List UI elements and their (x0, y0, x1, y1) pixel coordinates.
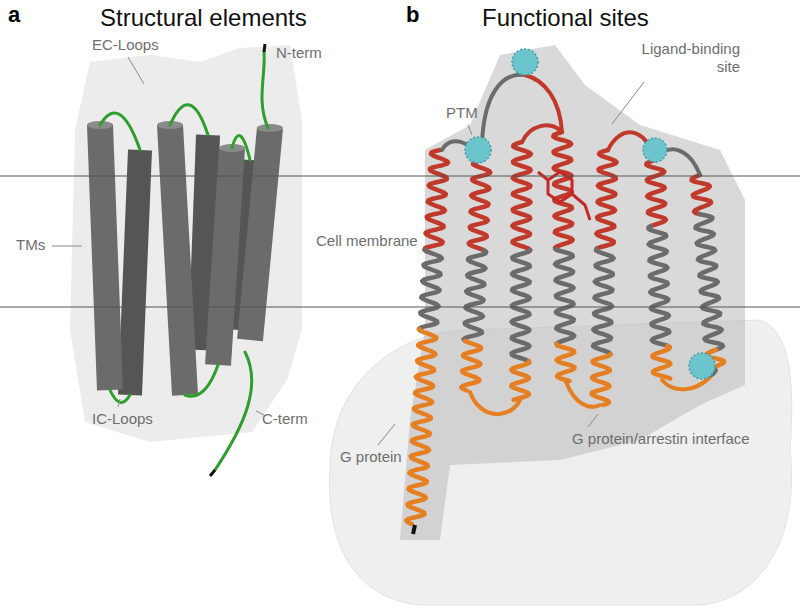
ic-loop (185, 365, 218, 396)
panel-heading: Functional sites (482, 4, 649, 33)
helix-segment (512, 142, 531, 252)
cylinder-cap (257, 124, 283, 132)
ic-loop (470, 392, 520, 414)
site-label: G protein/arrestin interface (572, 430, 750, 448)
membrane-line (0, 176, 800, 177)
membrane-line (0, 307, 800, 308)
n-term-tip (264, 44, 265, 52)
ec-loop (170, 105, 208, 135)
panel-letter: a (8, 2, 20, 28)
helix-segment (593, 249, 614, 354)
helix-segment (464, 250, 486, 341)
receptor-surface-a (70, 45, 302, 442)
helix-segment (648, 226, 669, 347)
leader-line (468, 125, 472, 135)
receptor-loops (442, 75, 716, 414)
panel-letter: b (406, 2, 419, 28)
tm-cylinder (170, 125, 185, 395)
c-term-tip (210, 470, 215, 476)
helix-segment (512, 250, 531, 362)
ec-loop (232, 136, 250, 161)
loops (100, 52, 268, 470)
part-label: C-term (262, 410, 308, 428)
tm-cylinder (130, 150, 140, 395)
helix-segment (652, 346, 670, 379)
site-label: PTM (446, 104, 478, 122)
part-label: TMs (16, 236, 45, 254)
ec-loop (522, 125, 562, 142)
c-term-chain (215, 352, 252, 470)
helix-segment (592, 354, 611, 405)
part-label: EC-Loops (92, 36, 159, 54)
ligand-molecule (538, 172, 590, 220)
helix-segment (425, 150, 449, 251)
helix-segment (646, 160, 666, 226)
leader-line (588, 414, 598, 427)
part-label: G protein (340, 448, 402, 466)
n-term-chain (262, 52, 268, 128)
ptm-sphere (689, 353, 715, 379)
ptm-sphere (643, 138, 667, 162)
helix-segment (419, 250, 442, 331)
helix-segment (461, 341, 481, 391)
ptm-sphere (512, 49, 538, 75)
g-protein-surface (330, 320, 792, 605)
leader-line (612, 82, 644, 124)
leader-line (118, 399, 120, 407)
helix-segment (596, 150, 617, 250)
ec-loop (100, 113, 140, 150)
part-label: N-term (276, 44, 322, 62)
helix-segment (692, 175, 712, 214)
site-label: Ligand-binding site (636, 40, 740, 76)
panel-heading: Structural elements (100, 4, 307, 33)
tm-cylinder (218, 148, 232, 365)
ec-loop (525, 75, 562, 132)
leader-line (378, 424, 395, 445)
helix-segment (557, 344, 575, 381)
helix-ribbons (406, 132, 724, 524)
helix-segment (553, 132, 572, 251)
helix-segment (469, 160, 491, 252)
helix-segment (511, 361, 529, 400)
ptm-sphere (465, 137, 491, 163)
ptm-sites (465, 49, 715, 379)
tm-cylinder (200, 135, 208, 350)
tm-cylinder (100, 125, 110, 390)
leader-line (52, 246, 82, 247)
helix-tip (413, 525, 415, 534)
helix-segment (406, 329, 436, 524)
leader-lines (52, 57, 644, 445)
helix-segment (555, 249, 574, 345)
part-label: IC-Loops (92, 410, 153, 428)
ic-loop (566, 382, 600, 407)
helix-cylinders (87, 121, 283, 395)
region-label: Cell membrane (316, 232, 418, 250)
tm-cylinder (250, 128, 270, 340)
receptor-surface-b (400, 45, 745, 540)
leader-line (128, 57, 144, 84)
helix-segment (695, 214, 722, 352)
